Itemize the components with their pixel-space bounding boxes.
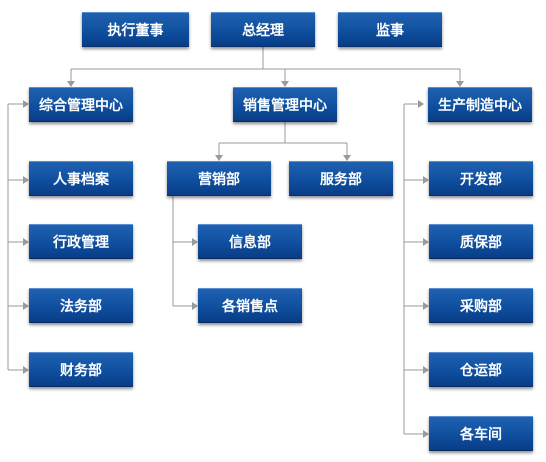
general-manager-box: 总经理 [211,12,315,47]
arrow-management-top [23,100,29,108]
arrow-to-info [192,238,198,246]
sales-center-box: 销售管理中心 [233,87,337,122]
arrow-to-admin [23,238,29,246]
production-center-box: 生产制造中心 [428,87,532,122]
arrow-to-sales [281,81,289,87]
arrow-to-workshops [423,430,429,438]
arrow-to-legal [23,302,29,310]
arrow-to-finance [23,366,29,374]
service-department-box: 服务部 [289,161,393,196]
finance-department-box: 财务部 [29,352,133,387]
arrow-to-hr-files [23,176,29,184]
marketing-department-box: 营销部 [167,161,271,196]
arrow-production-top [418,100,424,108]
arrow-to-marketing [215,155,223,161]
warehouse-logistics-box: 仓运部 [429,352,533,387]
development-department-box: 开发部 [429,161,533,196]
workshops-box: 各车间 [429,416,533,451]
arrow-to-management [67,81,75,87]
supervisor-box: 监事 [338,12,442,47]
arrow-to-service [343,155,351,161]
arrow-to-development [423,176,429,184]
arrow-to-purchasing [423,302,429,310]
arrow-to-sales-points [192,302,198,310]
quality-assurance-box: 质保部 [429,224,533,259]
legal-department-box: 法务部 [29,288,133,323]
executive-director-box: 执行董事 [82,12,189,47]
hr-files-box: 人事档案 [29,161,133,196]
arrow-to-warehouse [423,366,429,374]
information-department-box: 信息部 [198,224,302,259]
arrow-to-production [456,81,464,87]
purchasing-department-box: 采购部 [429,288,533,323]
administration-box: 行政管理 [29,224,133,259]
arrow-to-quality [423,238,429,246]
sales-points-box: 各销售点 [198,288,302,323]
management-center-box: 综合管理中心 [29,87,133,122]
